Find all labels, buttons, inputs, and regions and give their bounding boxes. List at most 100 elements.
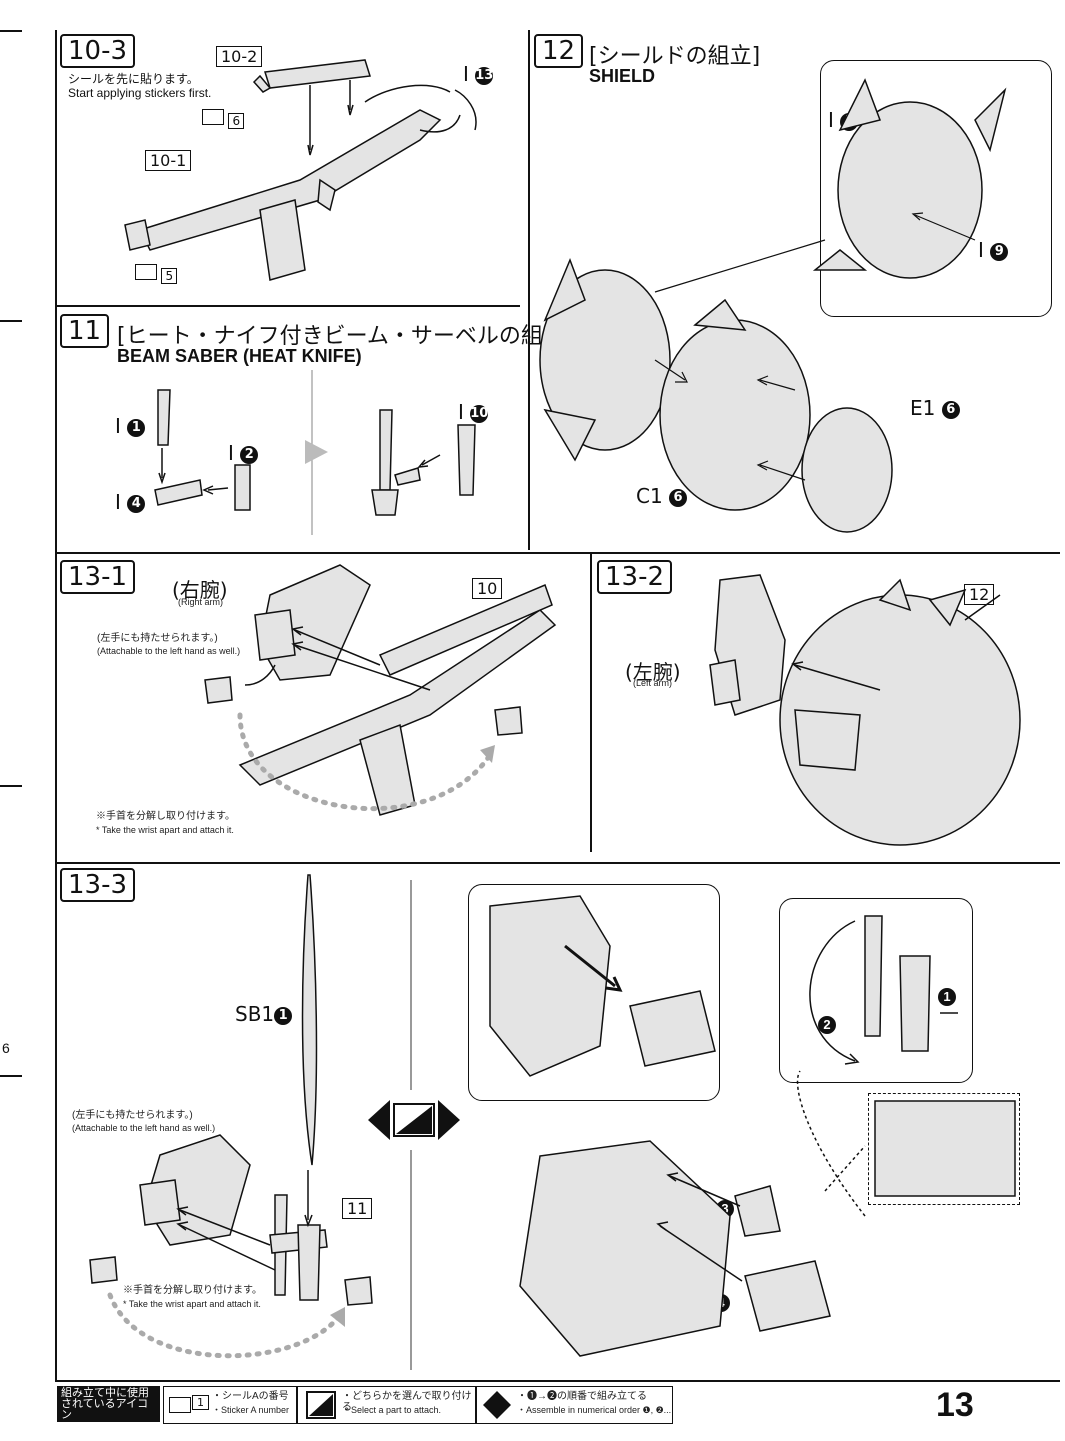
- divider-top-row: [55, 305, 520, 307]
- divider-bottom: [55, 1380, 1060, 1382]
- part-number-badge: 4: [127, 494, 146, 513]
- saber-hand-illustration: [89, 874, 373, 1359]
- legend-sticker-jp: ・シールAの番号: [212, 1391, 289, 1402]
- legend-sticker: 1 ・シールAの番号 ・Sticker A number: [163, 1386, 297, 1424]
- waist-armor-illustration: [489, 895, 1016, 1357]
- storage-detail-callout: [868, 1093, 1020, 1205]
- part-label-i2: I 2: [228, 441, 259, 465]
- part-number-badge: 6: [941, 400, 960, 419]
- right-arm-label-jp: (右腕): [172, 578, 228, 602]
- step-13-1-wrist-jp: ※手首を分解し取り付けます。: [96, 811, 235, 822]
- step-13-3-note-jp: (左手にも持たせられます。): [72, 1110, 193, 1121]
- knife-detail-callout: [779, 898, 973, 1083]
- legend-sticker-en: ・Sticker A number: [212, 1405, 290, 1415]
- part-label-c1-6: C1 6: [636, 484, 688, 508]
- part-label-i9: I 9: [978, 238, 1009, 262]
- select-part-icon: [368, 1100, 460, 1140]
- divider-13-3: [410, 880, 412, 1090]
- divider-vertical-top: [528, 30, 530, 550]
- order-number-badge: 2: [818, 1016, 836, 1034]
- step-13-3-wrist-jp: ※手首を分解し取り付けます。: [123, 1285, 262, 1296]
- legend-title-jp-2: されているアイコン: [61, 1398, 149, 1421]
- right-arm-rifle-illustration: [204, 564, 557, 816]
- part-number-badge: 10: [470, 404, 489, 423]
- order-badge-1: 1: [938, 988, 956, 1006]
- part-number-badge: 13: [475, 66, 494, 85]
- beam-saber-illustration: [154, 370, 476, 535]
- sticker-icon: [202, 109, 224, 125]
- waist-detail-callout: [468, 884, 720, 1101]
- legend-select-jp: ・どちらかを選んで取り付ける: [342, 1391, 472, 1413]
- ref-box-12: 12: [964, 584, 995, 605]
- right-arm-label-en: (Right arm): [178, 597, 224, 607]
- left-page-fragment-rule-3: [0, 785, 22, 787]
- left-page-fragment-text: 6: [2, 1040, 10, 1056]
- divider-13-3-lower: [410, 1150, 412, 1370]
- sticker-number: 6: [228, 113, 245, 129]
- step-11-title-en: BEAM SABER (HEAT KNIFE): [117, 346, 362, 366]
- order-number-badge: 1: [938, 988, 956, 1006]
- part-number-badge: 2: [240, 445, 259, 464]
- ref-box-11: 11: [342, 1198, 373, 1219]
- part-number-badge: 6: [669, 488, 688, 507]
- step-12-title-jp: [シールドの組立]: [589, 44, 761, 69]
- shield-assembly-illustration: [539, 78, 1007, 533]
- sticker-ref-5: 5: [135, 264, 178, 285]
- part-number-badge: 1: [274, 1006, 293, 1025]
- order-icon: [483, 1391, 511, 1419]
- step-13-3-label: 13-3: [60, 868, 136, 902]
- step-13-3-note-en: (Attachable to the left hand as well.): [72, 1123, 216, 1133]
- step-10-3-note-en: Start applying stickers first.: [68, 86, 212, 100]
- legend-title-en: Symbols used in instructions: [61, 1421, 120, 1440]
- sticker-ref-6: 6: [202, 109, 245, 130]
- step-13-1-label: 13-1: [60, 560, 136, 594]
- legend-select: ・どちらかを選んで取り付ける ・Select a part to attach.: [297, 1386, 476, 1424]
- left-page-fragment-rule-1: [0, 30, 22, 32]
- divider-row-3: [55, 862, 1060, 864]
- step-11-label: 11: [60, 314, 110, 348]
- step-13-1-wrist-en: * Take the wrist apart and attach it.: [96, 825, 234, 835]
- sticker-icon: [135, 264, 157, 280]
- step-10-3-note-jp: シールを先に貼ります。: [68, 72, 199, 86]
- left-arm-label-jp: (左腕): [625, 660, 681, 684]
- left-arm-label-en: (Left arm): [633, 678, 673, 688]
- part-number-badge: 1: [127, 418, 146, 437]
- divider-left-col: [55, 30, 57, 1380]
- step-12-label: 12: [534, 34, 584, 68]
- step-13-3-wrist-en: * Take the wrist apart and attach it.: [123, 1299, 261, 1309]
- divider-row-2: [55, 552, 1060, 554]
- rifle-assembly-illustration: [124, 59, 477, 281]
- ref-box-10: 10: [472, 578, 503, 599]
- select-part-icon: [306, 1391, 336, 1419]
- part-number-badge: 9: [990, 242, 1009, 261]
- sticker-number: 1: [192, 1395, 209, 1410]
- part-label-e1-6: E1 6: [910, 396, 960, 420]
- order-badge-2: 2: [818, 1016, 836, 1034]
- legend-title: 組み立て中に使用 されているアイコン Symbols used in instr…: [57, 1386, 160, 1440]
- ref-box-10-2: 10-2: [216, 46, 263, 67]
- part-label-i10: I 10: [458, 400, 489, 424]
- step-12-title-en: SHIELD: [589, 66, 656, 86]
- sticker-number: 5: [161, 268, 178, 284]
- shield-detail-callout: [820, 60, 1052, 317]
- step-11-title-jp: [ヒート・ナイフ付きビーム・サーベルの組立]: [117, 324, 574, 349]
- step-13-1-note-en: (Attachable to the left hand as well.): [97, 646, 241, 656]
- step-10-3-label: 10-3: [60, 34, 136, 68]
- part-label-i1: I 1: [115, 414, 146, 438]
- left-arm-shield-illustration: [709, 574, 1021, 846]
- legend-title-jp-1: 組み立て中に使用: [61, 1387, 149, 1399]
- part-label-i4: I 4: [115, 490, 146, 514]
- left-page-fragment-rule-2: [0, 320, 22, 322]
- divider-vertical-mid: [590, 552, 592, 852]
- sticker-icon: [169, 1397, 191, 1413]
- left-page-fragment-rule-4: [0, 1075, 22, 1077]
- legend-select-en: ・Select a part to attach.: [342, 1405, 442, 1415]
- part-label-i13: I 13: [463, 62, 494, 86]
- step-13-2-label: 13-2: [597, 560, 673, 594]
- ref-box-10-1: 10-1: [145, 150, 192, 171]
- legend-order-jp: ・❶→❷の順番で組み立てる: [517, 1391, 647, 1402]
- step-13-1-note-jp: (左手にも持たせられます。): [97, 633, 218, 644]
- legend-order-en: ・Assemble in numerical order ❶, ❷...: [517, 1405, 672, 1415]
- page-number: 13: [936, 1386, 974, 1424]
